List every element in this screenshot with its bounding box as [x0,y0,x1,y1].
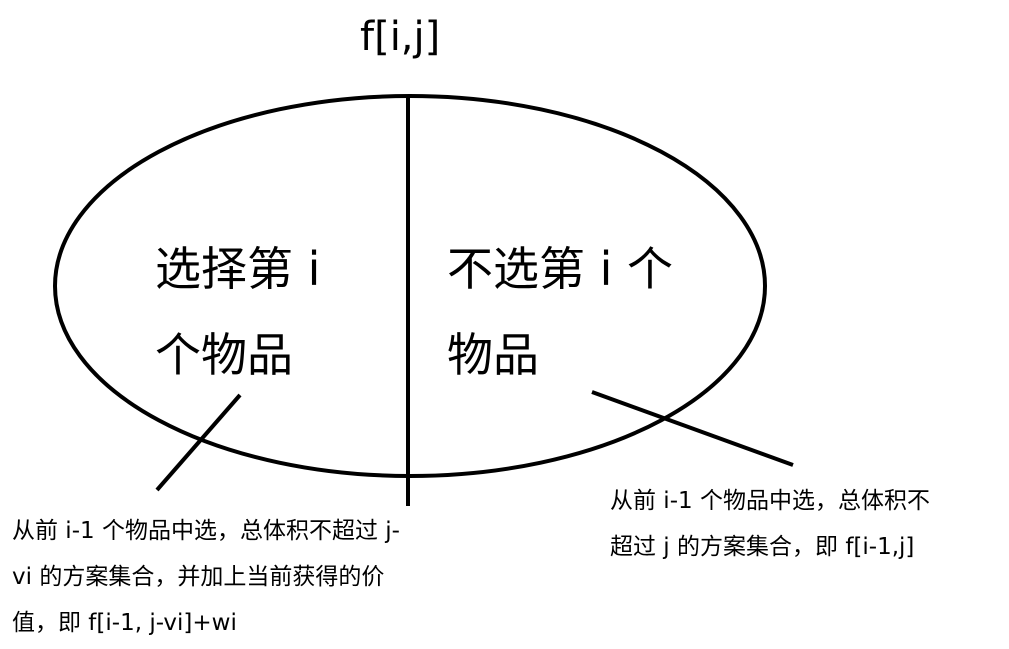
right-region-label: 不选第 i 个 物品 [447,226,673,398]
right-pointer-line [591,390,794,467]
left-pointer-line [155,393,242,492]
left-region-label: 选择第 i 个物品 [155,226,320,398]
right-region-line1: 不选第 i 个 [447,242,674,296]
left-region-line1: 选择第 i [155,242,321,296]
left-note: 从前 i-1 个物品中选，总体积不超过 j- vi 的方案集合，并加上当前获得的… [12,508,400,646]
diagram-title: f[i,j] [360,14,441,60]
right-note: 从前 i-1 个物品中选，总体积不 超过 j 的方案集合，即 f[i-1,j] [610,478,930,570]
right-region-line2: 物品 [447,328,539,382]
right-note-line1: 从前 i-1 个物品中选，总体积不 [610,488,930,514]
left-note-line3: 值，即 f[i-1, j-vi]+wi [12,610,237,636]
right-note-line2: 超过 j 的方案集合，即 f[i-1,j] [610,534,915,560]
left-note-line1: 从前 i-1 个物品中选，总体积不超过 j- [12,518,400,544]
left-note-line2: vi 的方案集合，并加上当前获得的价 [12,564,385,590]
left-region-line2: 个物品 [155,328,293,382]
